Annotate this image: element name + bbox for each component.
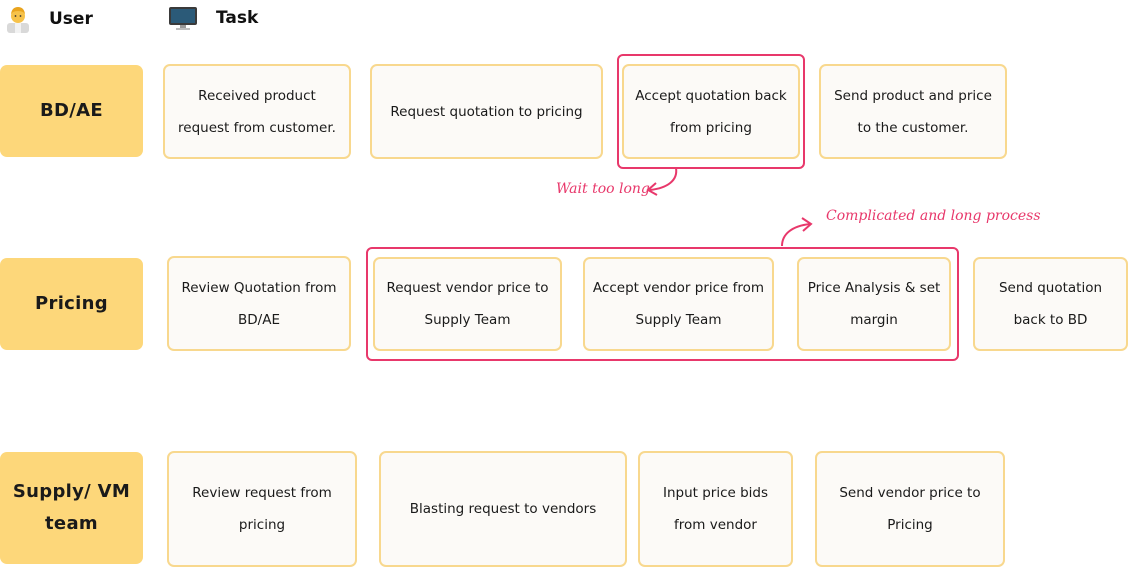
task-send-quotation-back: Send quotation back to BD	[973, 257, 1128, 351]
task-column-label: Task	[216, 8, 259, 28]
task-request-quotation: Request quotation to pricing	[370, 64, 603, 159]
person-emoji-icon	[7, 7, 29, 33]
user-column-label: User	[49, 9, 93, 29]
task-accept-quotation: Accept quotation back from pricing	[622, 64, 800, 159]
task-received-request: Received product request from customer.	[163, 64, 351, 159]
highlight-wait-box	[617, 54, 805, 169]
task-price-analysis: Price Analysis & set margin	[797, 257, 951, 351]
task-input-price-bids: Input price bids from vendor	[638, 451, 793, 567]
highlight-complicated-box	[366, 247, 959, 361]
task-send-product-price: Send product and price to the customer.	[819, 64, 1007, 159]
user-header: User	[5, 5, 93, 33]
task-send-vendor-price: Send vendor price to Pricing	[815, 451, 1005, 567]
wait-arrow	[646, 167, 678, 196]
task-accept-vendor-price: Accept vendor price from Supply Team	[583, 257, 774, 351]
task-blasting-request: Blasting request to vendors	[379, 451, 627, 567]
annotation-complicated-process: Complicated and long process	[826, 208, 1041, 224]
role-supply-vm-team: Supply/ VM team	[0, 452, 143, 564]
task-header: Task	[168, 5, 258, 31]
computer-monitor-icon	[169, 7, 197, 30]
task-request-vendor-price: Request vendor price to Supply Team	[373, 257, 562, 351]
task-review-quotation: Review Quotation from BD/AE	[167, 256, 351, 351]
task-review-request: Review request from pricing	[167, 451, 357, 567]
role-pricing: Pricing	[0, 258, 143, 350]
complicated-arrow	[781, 217, 813, 247]
annotation-wait-too-long: Wait too long	[556, 181, 650, 197]
role-bd-ae: BD/AE	[0, 65, 143, 157]
